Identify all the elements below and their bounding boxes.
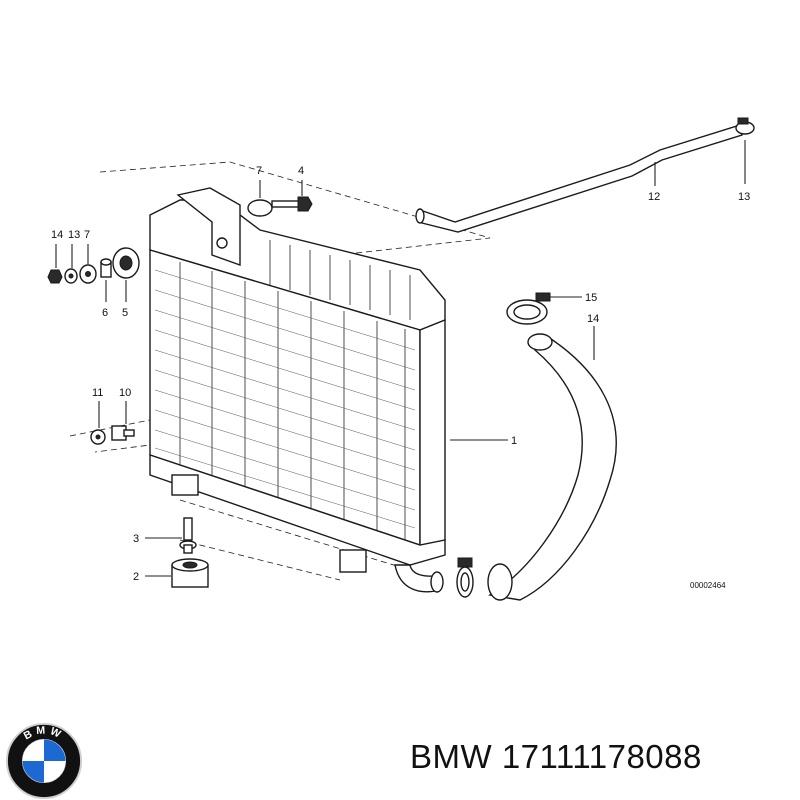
washer-7-top xyxy=(247,199,273,217)
callout-11: 11 xyxy=(92,387,103,399)
callout-4: 4 xyxy=(298,165,304,177)
callout-12: 12 xyxy=(648,191,660,203)
callout-7b: 7 xyxy=(256,165,262,177)
callout-6: 6 xyxy=(102,307,108,319)
diagram-reference-code: 00002464 xyxy=(690,581,726,590)
bolt-10 xyxy=(111,425,135,441)
callout-3: 3 xyxy=(133,533,139,545)
dashed-reference-lines xyxy=(69,161,491,581)
washer-8 xyxy=(64,268,78,284)
callout-5: 5 xyxy=(122,307,128,319)
sleeve-6 xyxy=(100,258,112,278)
callout-14: 14 xyxy=(587,313,599,325)
washer-11 xyxy=(90,429,106,445)
clamp-15 xyxy=(506,292,551,325)
part-number-caption: BMW 17111178088 xyxy=(410,738,702,775)
nut-9 xyxy=(47,269,63,284)
callout-1: 1 xyxy=(511,435,517,447)
washer-7-left xyxy=(79,264,97,284)
callout-2: 2 xyxy=(133,571,139,583)
hose-12 xyxy=(415,124,743,233)
lower-hose-clamp xyxy=(456,557,474,598)
rubber-bush-2 xyxy=(171,558,209,588)
callout-labels: 14 13 7 6 5 7 4 11 10 3 2 1 12 13 15 14 … xyxy=(51,165,750,590)
bolt-4 xyxy=(271,196,313,212)
callout-7a: 7 xyxy=(84,229,90,241)
callout-13: 13 xyxy=(738,191,750,203)
pin-3 xyxy=(179,517,197,554)
callout-8: 13 xyxy=(68,229,80,241)
callout-10: 10 xyxy=(119,387,131,399)
rubber-mount-5 xyxy=(112,247,140,279)
leader-lines xyxy=(55,140,746,577)
callout-9: 14 xyxy=(51,229,63,241)
hose-14 xyxy=(487,333,617,601)
bmw-logo: BMW xyxy=(5,722,83,800)
radiator-core xyxy=(149,187,446,593)
svg-text:BMW: BMW xyxy=(22,724,66,742)
callout-15: 15 xyxy=(585,292,597,304)
clamp-13 xyxy=(735,117,755,135)
